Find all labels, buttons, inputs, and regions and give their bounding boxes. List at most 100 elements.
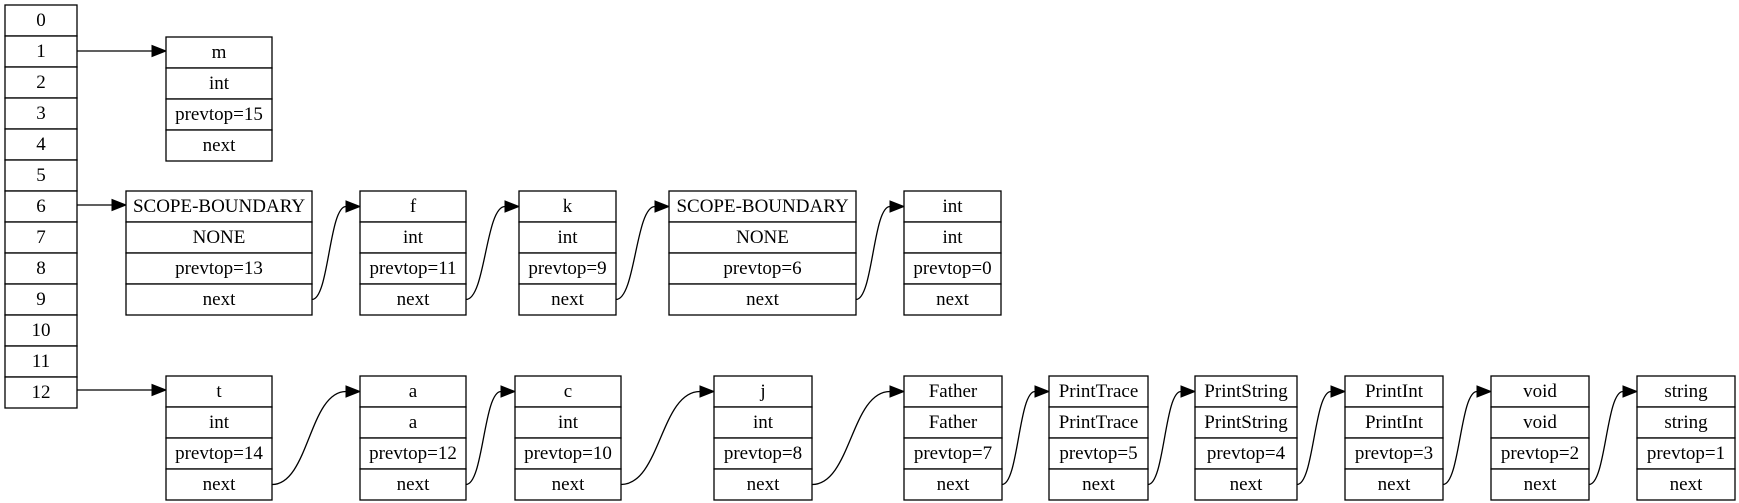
hash-slot-label: 3 [36, 103, 46, 124]
node-next-cell [713, 468, 813, 501]
node-name: PrintTrace [1059, 381, 1139, 402]
hash-table: 0 1 2 3 4 5 6 7 [4, 4, 78, 409]
chain-slot-6: SCOPE-BOUNDARY NONE prevtop=13 next f in… [125, 190, 1002, 316]
node-next: next [397, 474, 430, 495]
chain-slot-12: t int prevtop=14 next a a prevtop=12 nex… [165, 375, 1736, 501]
hash-slot: 12 [4, 376, 78, 409]
node-next-cell [359, 283, 467, 316]
hash-slot-cell [4, 345, 78, 378]
next-pointer-edge [311, 205, 347, 301]
node-name: PrintString [1204, 381, 1288, 402]
record-node: PrintTrace PrintTrace prevtop=5 next [1048, 375, 1149, 501]
node-next: next [397, 289, 430, 310]
next-pointer-arrowhead [1180, 385, 1197, 398]
next-pointer-arrowhead [1476, 385, 1493, 398]
node-next: next [746, 289, 779, 310]
hash-slot-label: 0 [36, 10, 46, 31]
record-node: j int prevtop=8 next [713, 375, 813, 501]
hash-slot-label: 9 [36, 289, 46, 310]
node-prevtop: prevtop=2 [1501, 443, 1579, 464]
node-type: PrintTrace [1059, 412, 1139, 433]
node-prevtop: prevtop=0 [913, 258, 991, 279]
node-type: a [409, 412, 418, 433]
hash-slot: 1 [4, 35, 78, 68]
node-prevtop-cell [165, 437, 273, 470]
node-type: void [1523, 412, 1557, 433]
hash-slot: 9 [4, 283, 78, 316]
next-pointer-arrowhead [889, 385, 906, 398]
next-pointer-arrowhead [504, 200, 521, 213]
node-next-cell [1048, 468, 1149, 501]
node-type: int [557, 227, 578, 248]
record-node: SCOPE-BOUNDARY NONE prevtop=13 next [125, 190, 313, 316]
node-next-cell [514, 468, 622, 501]
slot-pointers [77, 44, 168, 397]
hash-slot: 6 [4, 190, 78, 223]
node-type: PrintInt [1365, 412, 1424, 433]
hash-slot-cell [4, 35, 78, 68]
node-next-cell [1194, 468, 1298, 501]
node-prevtop-cell [359, 252, 467, 285]
node-type: Father [929, 412, 978, 433]
node-next: next [1230, 474, 1263, 495]
slot-6-arrowhead [111, 198, 128, 212]
node-prevtop-cell [1636, 437, 1736, 470]
node-name: int [942, 196, 963, 217]
slot-12-arrowhead [151, 383, 168, 397]
node-name: m [212, 42, 227, 63]
node-name-cell [518, 190, 617, 223]
node-next: next [936, 289, 969, 310]
record-node: SCOPE-BOUNDARY NONE prevtop=6 next [668, 190, 857, 316]
hash-slot: 4 [4, 128, 78, 161]
node-prevtop: prevtop=3 [1355, 443, 1433, 464]
hash-slot-label: 11 [32, 351, 50, 372]
next-pointer-edge [465, 390, 502, 486]
node-prevtop-cell [1490, 437, 1590, 470]
node-prevtop: prevtop=15 [175, 104, 263, 125]
node-type-cell [1490, 406, 1590, 439]
node-next: next [1082, 474, 1115, 495]
hash-slot-label: 6 [36, 196, 46, 217]
node-prevtop: prevtop=14 [175, 443, 263, 464]
hash-slot-label: 12 [32, 382, 51, 403]
hash-slot-cell [4, 314, 78, 347]
node-next: next [1670, 474, 1703, 495]
node-prevtop: prevtop=4 [1207, 443, 1286, 464]
hash-slot-label: 7 [36, 227, 46, 248]
node-next-cell [1344, 468, 1444, 501]
node-name-cell [125, 190, 313, 223]
next-pointer-arrowhead [699, 385, 716, 398]
node-prevtop: prevtop=1 [1647, 443, 1725, 464]
node-prevtop-cell [903, 437, 1003, 470]
next-pointer-arrowhead [654, 200, 671, 213]
hash-slot: 3 [4, 97, 78, 130]
node-type-cell [514, 406, 622, 439]
node-name: SCOPE-BOUNDARY [676, 196, 848, 217]
node-name-cell [1194, 375, 1298, 408]
node-name-cell [359, 190, 467, 223]
hash-slot-label: 8 [36, 258, 46, 279]
next-pointer-edge [1147, 390, 1182, 486]
node-type: string [1664, 412, 1708, 433]
hash-slot-label: 2 [36, 72, 46, 93]
next-pointer-arrowhead [1034, 385, 1051, 398]
node-type: int [403, 227, 424, 248]
node-name: SCOPE-BOUNDARY [133, 196, 305, 217]
node-type-cell [1194, 406, 1298, 439]
node-type: int [209, 412, 230, 433]
node-type: int [942, 227, 963, 248]
node-type-cell [125, 221, 313, 254]
next-pointer-arrowhead [345, 200, 362, 213]
node-name: void [1523, 381, 1557, 402]
hash-slot: 11 [4, 345, 78, 378]
hash-slot-cell [4, 159, 78, 192]
node-next: next [937, 474, 970, 495]
node-next-cell [165, 468, 273, 501]
node-prevtop-cell [1048, 437, 1149, 470]
node-name: j [759, 381, 765, 402]
node-name: k [563, 196, 573, 217]
next-pointer-arrowhead [1622, 385, 1639, 398]
next-pointer-edge [1588, 390, 1624, 486]
next-pointer-edge [1442, 390, 1478, 486]
hash-slot-label: 1 [36, 41, 46, 62]
